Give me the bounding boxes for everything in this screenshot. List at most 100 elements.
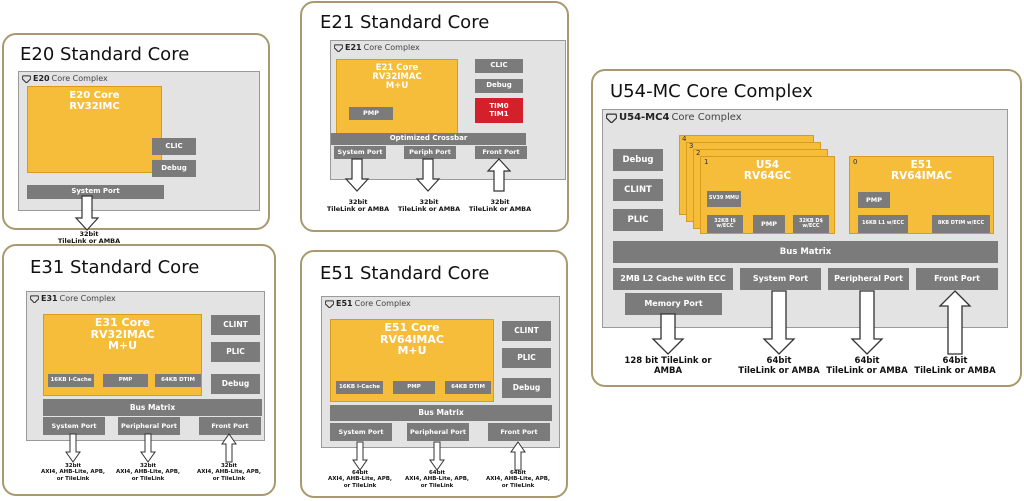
e20-complex-text: Core Complex bbox=[51, 74, 108, 83]
sifive-logo-icon bbox=[325, 299, 334, 308]
e21-periph-port-note: 32bit TileLink or AMBA bbox=[397, 198, 461, 214]
e51-debug: Debug bbox=[502, 378, 551, 398]
u54-stack-num-3: 3 bbox=[689, 142, 694, 150]
e21-periph-port: Periph Port bbox=[404, 146, 456, 159]
e21-complex-text: Core Complex bbox=[363, 43, 420, 52]
e51-system-port-note: 64bit AXI4, AHB-Lite, APB, or TileLink bbox=[327, 470, 393, 489]
u54-e51-num: 0 bbox=[853, 158, 858, 166]
e51-peripheral-port-arrow bbox=[429, 441, 445, 471]
e31-core-title: E31 Core RV32IMAC M+U bbox=[90, 316, 155, 353]
u54-memory-port-arrow bbox=[651, 313, 685, 355]
u54-memory-port-note: 128 bit TileLink or AMBA bbox=[624, 356, 712, 376]
e21-tim: TIM0 TIM1 bbox=[475, 98, 523, 123]
e51-front-port-note: 64bit AXI4, AHB-Lite, APB, or TileLink bbox=[485, 470, 551, 489]
u54-peripheral-port: Peripheral Port bbox=[828, 268, 909, 290]
e31-pmp: PMP bbox=[103, 374, 148, 387]
e31-front-port-arrow bbox=[221, 433, 237, 463]
e21-crossbar: Optimized Crossbar bbox=[331, 133, 526, 145]
u54-core: 1 U54 RV64GC SV39 MMU 32KB I$ w/ECC PMP … bbox=[700, 156, 835, 234]
e51-plic: PLIC bbox=[502, 348, 551, 368]
e51-icache: 16KB I-Cache bbox=[336, 381, 383, 394]
u54-peripheral-port-arrow bbox=[850, 290, 884, 355]
e31-peripheral-port-note: 32bit AXI4, AHB-Lite, APB, or TileLink bbox=[115, 463, 181, 482]
e51-title: E51 Standard Core bbox=[320, 263, 490, 284]
u54-e51-l1: 16KB L1 w/ECC bbox=[858, 215, 908, 233]
e21-clic: CLIC bbox=[475, 59, 523, 73]
e51-system-port-arrow bbox=[352, 441, 368, 471]
e21-core: E21 Core RV32IMAC M+U PMP bbox=[336, 59, 458, 134]
e31-icache: 16KB I-Cache bbox=[48, 374, 94, 387]
u54-stack-num-1: 1 bbox=[704, 158, 709, 166]
e20-title: E20 Standard Core bbox=[20, 44, 190, 65]
e31-peripheral-port-arrow bbox=[140, 433, 156, 463]
e21-system-port-arrow bbox=[344, 158, 370, 192]
e51-core: E51 Core RV64IMAC M+U 16KB I-Cache PMP 6… bbox=[330, 319, 494, 402]
u54-stack-num-2: 2 bbox=[696, 149, 701, 157]
e21-system-port: System Port bbox=[334, 146, 386, 159]
u54-logo-text: U54-MC4 bbox=[619, 112, 670, 123]
u54-front-port-note: 64bit TileLink or AMBA bbox=[914, 356, 996, 376]
e31-system-port: System Port bbox=[43, 417, 105, 435]
e21-logo-text: E21 bbox=[345, 43, 362, 52]
u54-e51-pmp: PMP bbox=[858, 192, 890, 208]
u54-memory-port: Memory Port bbox=[625, 293, 722, 315]
e51-dtim: 64KB DTIM bbox=[445, 381, 491, 394]
u54-pmp: PMP bbox=[753, 215, 785, 233]
u54-complex-text: Core Complex bbox=[671, 112, 742, 123]
e20-clic: CLIC bbox=[152, 138, 196, 155]
e21-periph-port-arrow bbox=[415, 158, 441, 192]
e21-front-port-arrow bbox=[486, 158, 512, 192]
u54-clint: CLINT bbox=[613, 179, 663, 201]
e51-front-port: Front Port bbox=[488, 423, 550, 441]
u54-dcache: 32KB D$ w/ECC bbox=[793, 215, 829, 233]
e20-system-port: System Port bbox=[27, 185, 164, 199]
u54-core-title: U54 RV64GC bbox=[743, 159, 792, 183]
sifive-logo-icon bbox=[30, 294, 39, 303]
e20-core: E20 Core RV32IMC bbox=[27, 86, 162, 173]
u54-debug: Debug bbox=[613, 149, 663, 171]
e31-logo-text: E31 bbox=[41, 294, 58, 303]
e20-logo-text: E20 bbox=[33, 74, 50, 83]
e21-title: E21 Standard Core bbox=[320, 12, 490, 33]
e21-front-port-note: 32bit TileLink or AMBA bbox=[468, 198, 532, 214]
u54-plic: PLIC bbox=[613, 209, 663, 231]
e21-pmp: PMP bbox=[349, 107, 393, 120]
u54-l2-cache: 2MB L2 Cache with ECC bbox=[613, 268, 733, 290]
u54-title: U54-MC Core Complex bbox=[610, 81, 813, 102]
sifive-logo-icon bbox=[334, 43, 343, 52]
u54-e51-dtim: 8KB DTIM w/ECC bbox=[932, 215, 990, 233]
u54-system-port: System Port bbox=[740, 268, 821, 290]
e20-core-title: E20 Core RV32IMC bbox=[69, 90, 120, 112]
sifive-logo-icon bbox=[22, 74, 31, 83]
e31-front-port-note: 32bit AXI4, AHB-Lite, APB, or TileLink bbox=[196, 463, 262, 482]
e51-core-title: E51 Core RV64IMAC M+U bbox=[380, 321, 444, 358]
e51-front-port-arrow bbox=[510, 441, 526, 471]
u54-front-port-arrow bbox=[938, 290, 972, 355]
e31-plic: PLIC bbox=[211, 342, 260, 362]
e51-bus-matrix: Bus Matrix bbox=[330, 405, 552, 421]
u54-peripheral-port-note: 64bit TileLink or AMBA bbox=[826, 356, 908, 376]
e31-peripheral-port: Peripheral Port bbox=[118, 417, 180, 435]
e20-debug: Debug bbox=[152, 160, 196, 177]
e31-complex-text: Core Complex bbox=[59, 294, 116, 303]
e51-clint: CLINT bbox=[502, 321, 551, 341]
e21-system-port-note: 32bit TileLink or AMBA bbox=[326, 198, 390, 214]
e31-clint: CLINT bbox=[211, 315, 260, 335]
e51-complex-text: Core Complex bbox=[354, 299, 411, 308]
u54-stack-num-4: 4 bbox=[682, 135, 687, 143]
e31-bus-matrix: Bus Matrix bbox=[43, 399, 262, 416]
e51-peripheral-port: Peripheral Port bbox=[407, 423, 469, 441]
